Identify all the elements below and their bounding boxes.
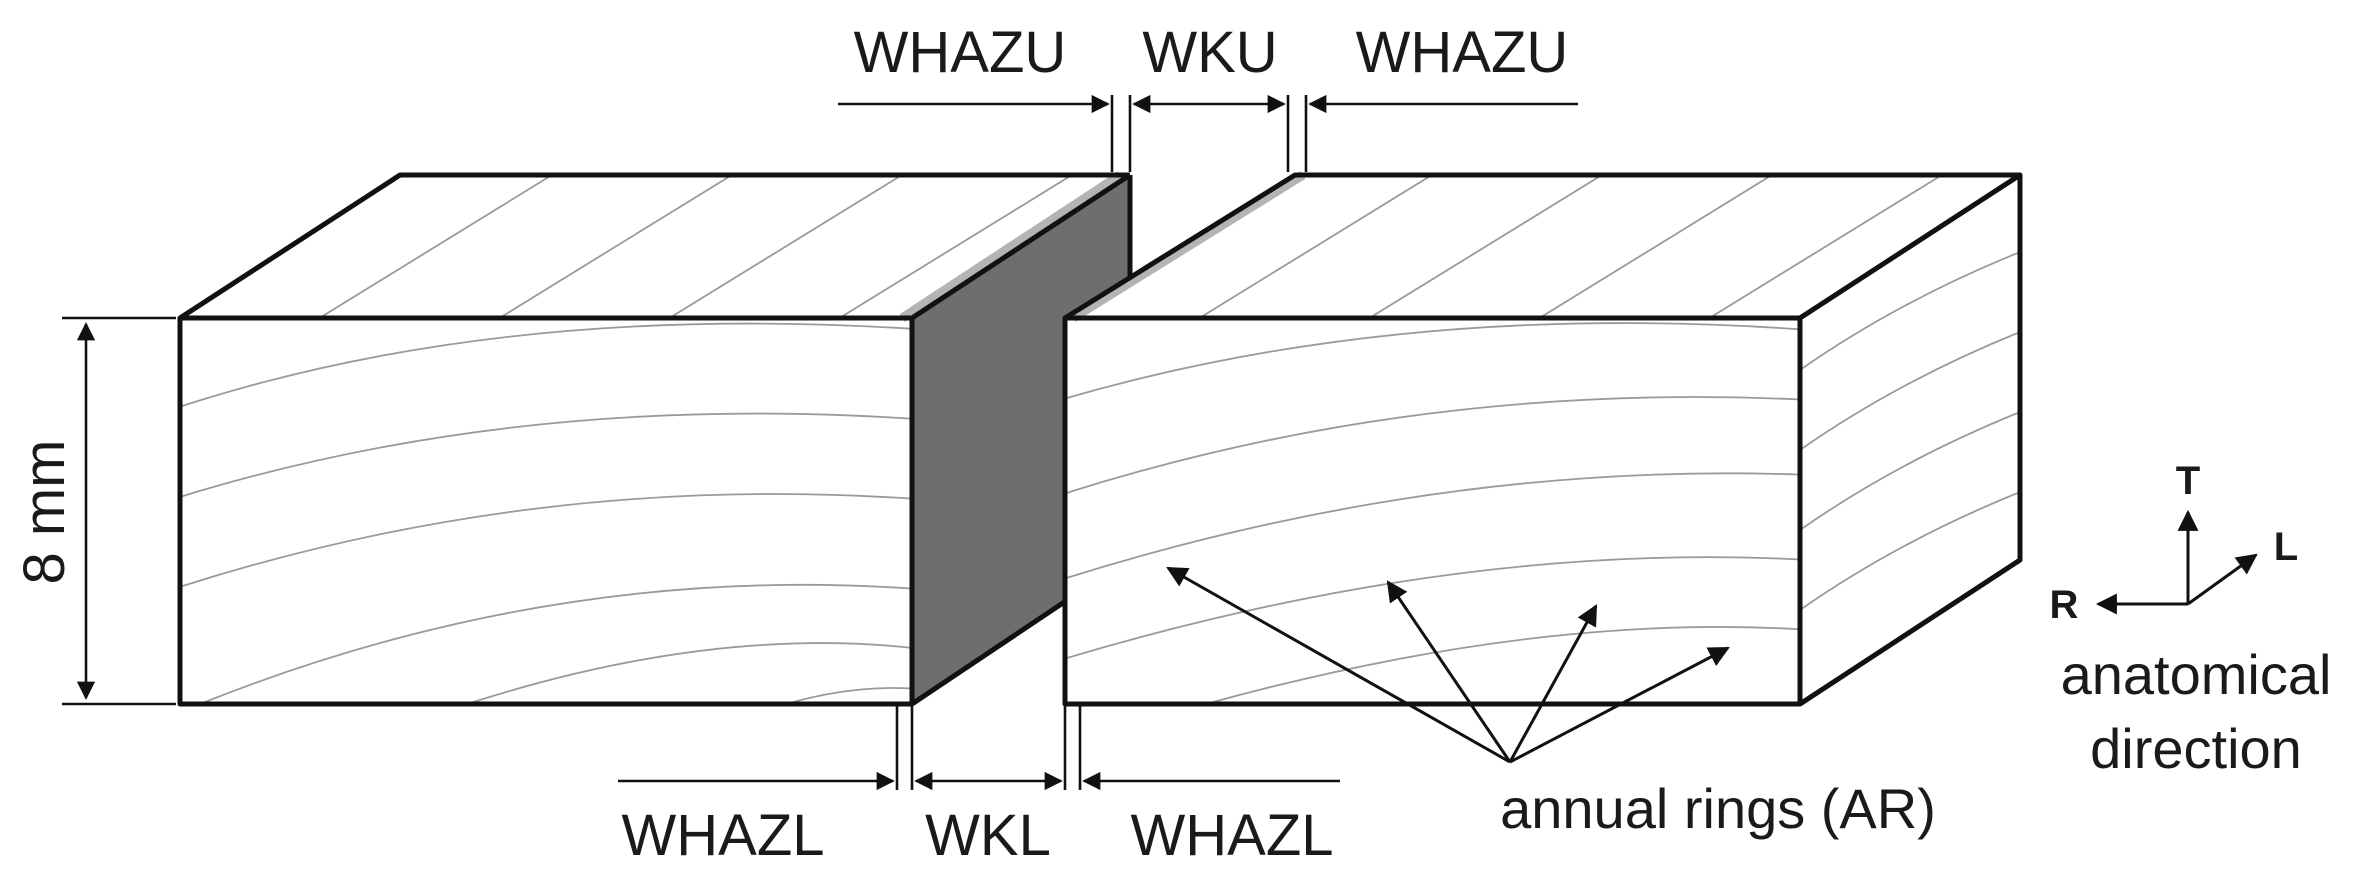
l-axis-label: L [2274,525,2298,569]
direction-label-line2: direction [2090,717,2302,780]
right-wood-block [1062,171,2023,707]
whazl-right-label: WHAZL [1131,803,1334,868]
anatomical-direction-axes: T L R anatomical direction [2050,459,2332,780]
left-front-grain-lines [180,322,912,704]
annual-rings-pointers: annual rings (AR) [1166,566,1936,840]
thickness-dimension: 8 mm [12,316,176,706]
thickness-label: 8 mm [12,440,77,585]
left-block-top-face [180,175,1130,318]
whazl-left-label: WHAZL [622,803,825,868]
left-heat-affected-edge [899,171,1123,322]
whazu-right-label: WHAZU [1356,20,1569,85]
l-axis-arrow [2187,553,2258,606]
whazu-left-label: WHAZU [854,20,1067,85]
wku-label: WKU [1142,20,1277,85]
direction-label-line1: anatomical [2061,643,2332,706]
r-axis-label: R [2050,583,2079,627]
right-block-outline [1062,172,2023,707]
right-block-top-face [1065,175,2020,318]
t-axis-label: T [2176,459,2200,503]
upper-zone-dimensions: WHAZU WKU WHAZU [838,20,1578,172]
right-side-grain-lines [1800,249,2020,611]
left-block-outline [177,172,1133,707]
right-block-front-face [1065,318,1800,704]
right-heat-affected-edge [1070,171,1306,322]
left-block-front-face [180,318,912,704]
right-top-grain-lines [1179,175,1951,318]
lower-zone-dimensions: WHAZL WKL WHAZL [618,706,1340,868]
wkl-label: WKL [925,803,1051,868]
right-front-grain-lines [1065,322,1800,704]
annual-rings-label: annual rings (AR) [1500,777,1936,840]
left-wood-block [177,171,1133,707]
left-top-grain-lines [299,175,1081,318]
right-block-side-face [1800,175,2020,704]
